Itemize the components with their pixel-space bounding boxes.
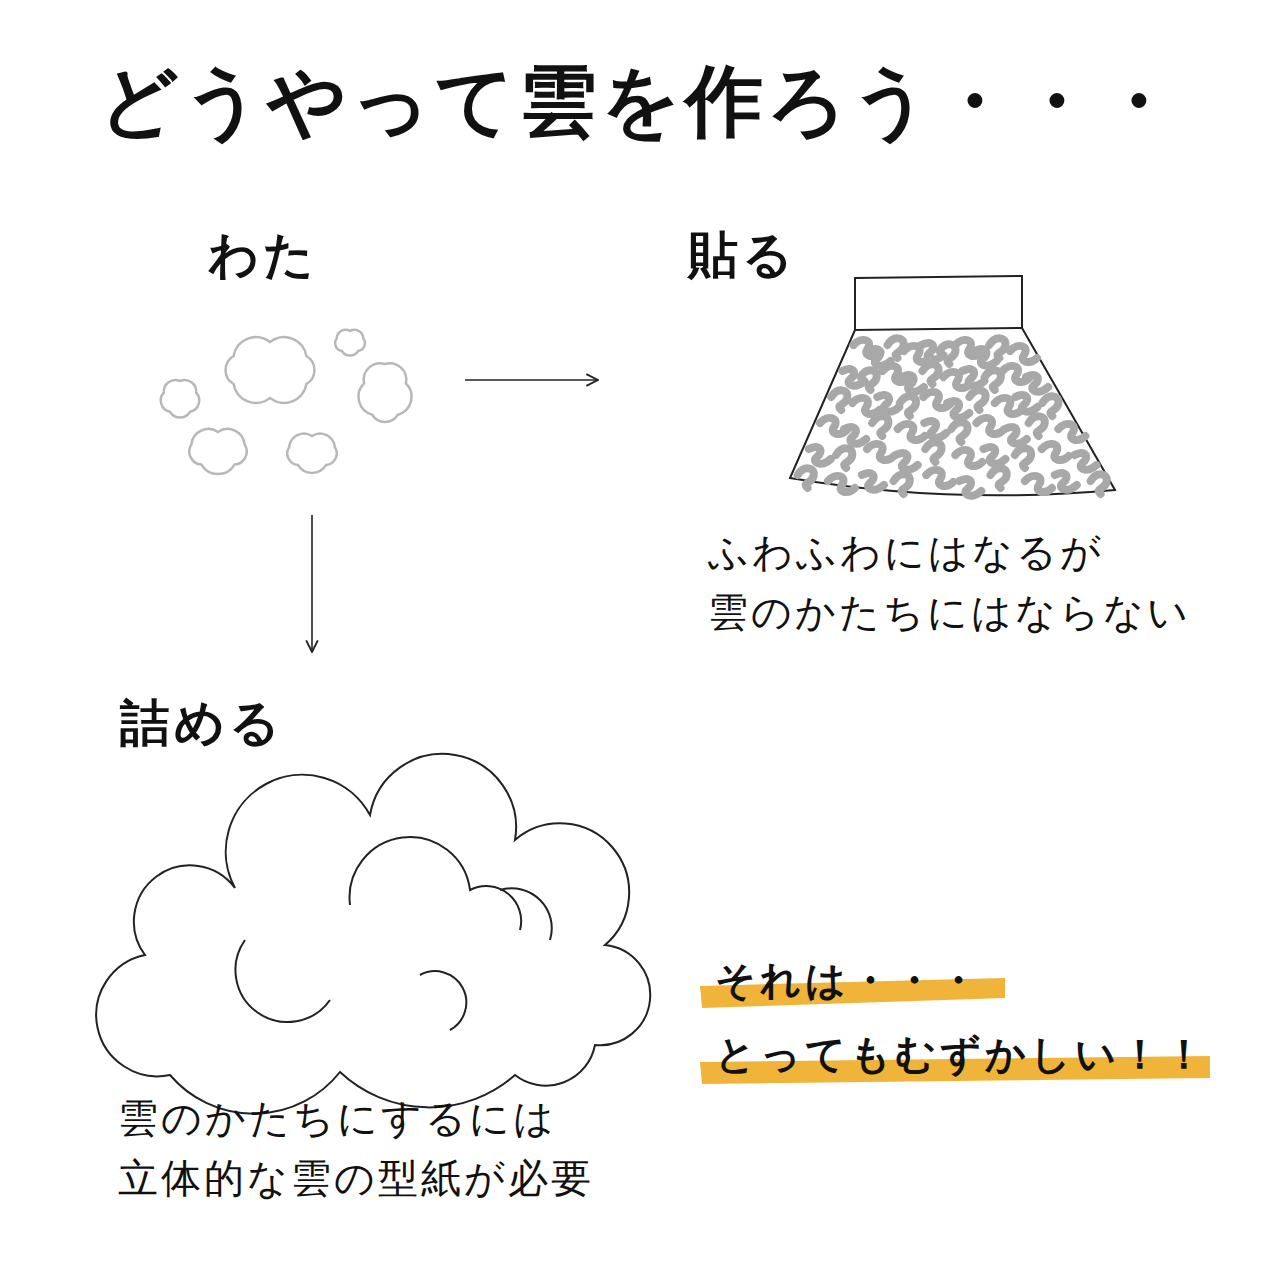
cotton-curl [1005,427,1027,444]
cotton-curl [1075,453,1097,470]
cotton-curl [898,424,925,440]
cotton-curl [975,349,997,366]
flow-arrow [311,515,313,652]
cotton-puff [287,434,336,473]
cotton-curl [955,450,982,466]
cotton-puff [358,363,411,422]
cotton-curl [1042,444,1069,460]
cotton-curl [991,468,1007,488]
cotton-curl [902,375,924,392]
cotton-curl [861,370,877,390]
cotton-curl [1016,395,1038,412]
flow-arrow [465,379,598,381]
cotton-curl [1042,396,1058,416]
method-group: 貼るふわふわにはなるが 雲のかたちにはならない [606,222,1252,652]
cotton-curl [836,448,852,468]
cotton-curl [951,422,967,442]
cotton-curl [1058,424,1085,440]
cotton-curl [1015,448,1031,468]
cotton-curl [995,398,1022,414]
cotton-curl [828,476,855,492]
method-heading: 詰める [120,690,284,757]
note-text: それは・・・ [715,953,982,1008]
method-group: 詰める雲のかたちにするには 立体的な雲の型紙が必要 [110,660,670,1212]
cotton-curl [984,447,1006,464]
cotton-curl [896,453,918,470]
note-text: とってもむずかしい！！ [715,1027,1208,1082]
cotton-curl [976,418,1003,434]
cotton-curl [894,474,910,494]
cotton-curl [959,479,981,496]
cotton-curl [1055,473,1077,490]
cotton-curl [1091,474,1107,494]
method-heading: わた [208,222,318,289]
cotton-curl [947,401,969,418]
cotton-curl [867,444,894,460]
cotton-drawing [161,330,412,474]
cotton-curl [926,470,953,486]
cotton-puff [335,330,365,356]
method-caption: ふわふわにはなるが 雲のかたちにはならない [708,522,1248,642]
method-caption: 雲のかたちにするには 立体的な雲の型紙が必要 [118,1088,658,1208]
cotton-curl [1025,476,1052,492]
cotton-puff [226,337,315,403]
cotton-curl [925,442,941,462]
cotton-curl [989,338,1005,358]
cotton-curl [985,370,1001,390]
cotton-curl [872,416,888,436]
material-group: わた [150,222,455,505]
cotton-curl [900,396,916,416]
cotton-curl [924,421,946,438]
cotton-curl [922,364,938,384]
cotton-curl [809,447,831,464]
cotton-curl [844,427,866,444]
title: どうやって雲を作ろう・・・ [0,50,1280,155]
cotton-curl [862,473,884,490]
method-heading: 貼る [688,222,797,289]
cotton-puff [161,380,199,417]
cotton-texture [798,338,1107,495]
cotton-curl [831,390,847,410]
skirt-drawing [790,276,1115,495]
cotton-curl [1026,375,1048,392]
cloud-drawing [96,754,650,1114]
cotton-puff [189,429,246,474]
cotton-curl [1010,346,1037,362]
cotton-curl [969,390,985,410]
cotton-curl [1029,416,1045,436]
cotton-curl [798,468,814,488]
